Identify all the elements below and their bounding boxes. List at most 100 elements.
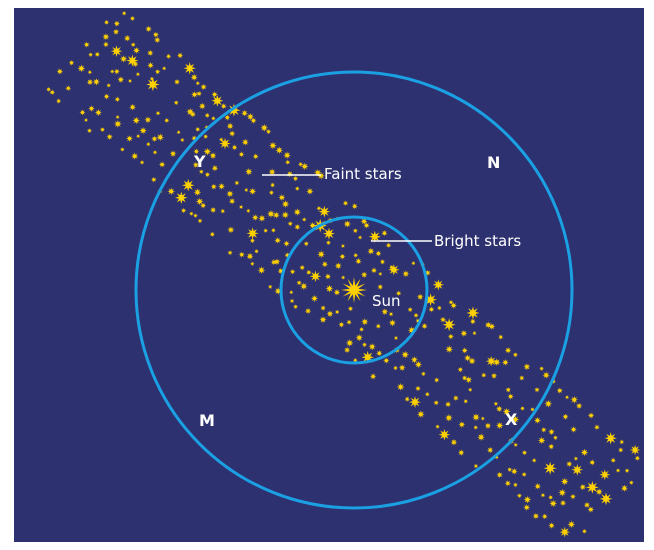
star-icon [505,386,512,393]
star-icon [587,506,595,513]
region-n-label: N [487,153,501,172]
star-icon [376,350,383,357]
star-icon [103,93,110,100]
star-icon [324,273,332,280]
star-icon [289,298,295,304]
star-icon [594,424,600,431]
star-icon [534,482,542,490]
star-icon [495,421,504,430]
star-icon [203,147,212,156]
star-icon [119,55,128,63]
star-icon [415,385,421,392]
star-icon [493,401,499,407]
outer-circle [134,70,574,510]
star-icon [334,262,342,270]
star-icon [393,365,398,371]
star-icon [411,261,416,266]
star-icon [342,200,349,207]
star-icon [68,59,75,66]
star-icon [123,34,131,42]
star-icon [369,373,377,380]
star-icon [581,528,587,534]
star-icon [460,329,468,337]
star-icon [275,146,284,155]
star-icon [519,406,525,411]
star-icon [289,268,296,275]
star-icon [220,103,227,110]
star-icon [628,480,634,486]
star-icon [537,436,546,445]
star-icon [191,91,199,99]
star-icon [102,41,109,48]
star-icon [198,102,206,110]
star-icon [396,383,405,391]
star-icon [211,116,216,121]
star-icon [211,91,218,98]
star-icon [604,432,617,445]
star-icon [117,76,125,84]
star-icon [355,333,363,342]
star-icon [511,415,520,424]
star-icon [183,62,196,75]
star-icon [272,211,280,219]
star-icon [502,407,511,416]
star-icon [244,187,249,193]
star-icon [519,375,525,381]
star-icon [385,242,392,249]
star-icon [318,205,331,218]
star-icon [114,96,121,103]
star-icon [571,464,584,476]
star-icon [379,259,386,265]
star-icon [94,51,101,58]
star-icon [363,222,370,229]
star-icon [250,261,255,267]
star-icon [228,197,236,205]
star-icon [559,499,567,507]
star-icon [152,150,158,155]
star-icon [132,116,141,125]
star-icon [595,488,603,496]
star-icon [457,449,465,456]
sun-burst [341,277,367,303]
star-icon [414,360,423,369]
star-icon [486,446,494,454]
star-icon [548,443,555,450]
star-icon [257,266,266,275]
star-icon [381,230,388,237]
star-icon [345,339,354,347]
star-icon [523,495,532,504]
star-icon [357,235,363,240]
star-icon [139,160,145,165]
star-icon [289,290,294,295]
star-icon [56,68,64,75]
star-icon [532,512,540,520]
star-icon [227,250,233,256]
star-icon [267,284,273,290]
star-icon [227,226,235,234]
star-icon [193,148,200,155]
star-icon [154,69,161,75]
star-icon [619,439,625,445]
star-icon [306,269,312,276]
star-icon [496,471,503,479]
star-icon [334,309,340,315]
star-icon [147,62,154,69]
star-icon [498,334,504,340]
star-icon [548,494,554,500]
star-icon [395,290,402,297]
star-icon [447,333,454,340]
star-icon [540,427,547,433]
star-icon [370,267,378,274]
faint-stars-label: Faint stars [324,165,402,183]
star-icon [523,363,531,371]
star-icon [79,109,86,116]
star-icon [287,221,293,227]
star-icon [516,493,522,499]
star-icon [204,171,211,178]
star-icon [513,442,519,448]
star-icon [113,20,120,27]
star-icon [495,405,503,413]
star-icon [359,326,365,332]
star-icon [121,10,127,16]
star-icon [388,311,394,317]
